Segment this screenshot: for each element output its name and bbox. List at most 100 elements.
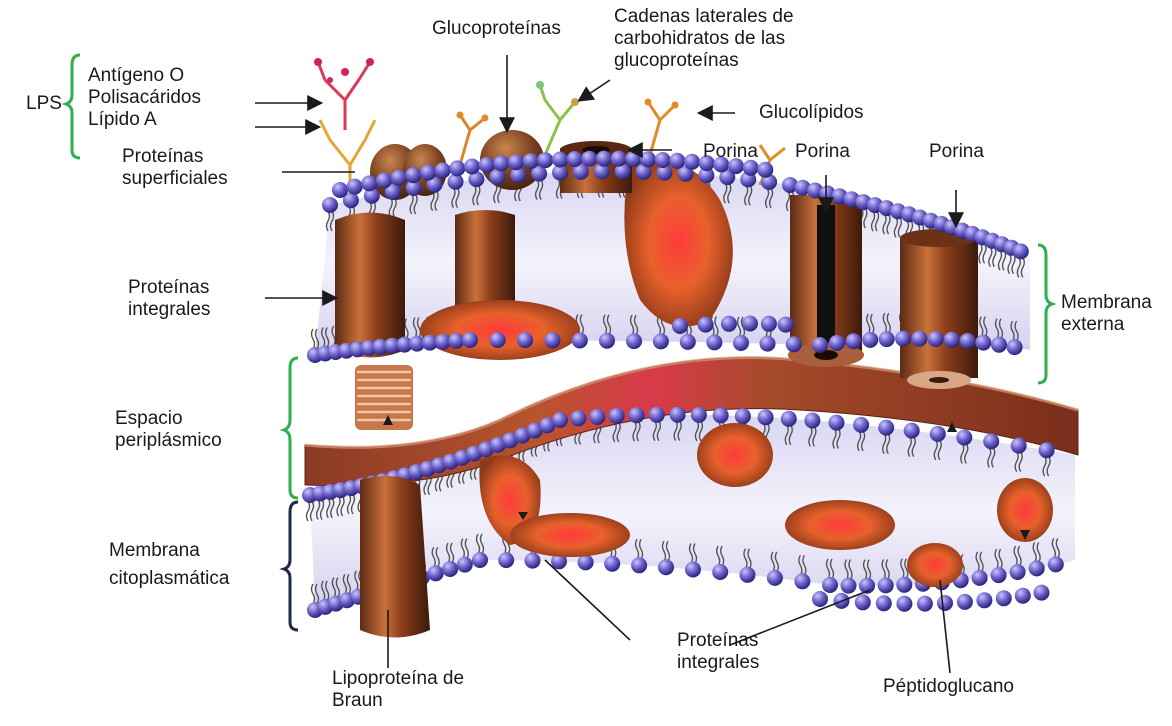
phospholipid-head (1048, 556, 1064, 572)
phospholipid-head (498, 552, 514, 568)
label-glucolipidos: Glucolípidos (759, 102, 864, 124)
phospholipid-head (376, 173, 392, 189)
phospholipid-head (742, 316, 758, 332)
phospholipid-head (991, 337, 1007, 353)
periplasmic-bracket (284, 358, 298, 498)
phospholipid-head (740, 567, 756, 583)
phospholipid-head (428, 565, 444, 581)
label-espacio-periplasmico: Espacio periplásmico (115, 408, 222, 452)
phospholipid-head (489, 169, 505, 185)
label-lipido-a: Lípido A (88, 109, 201, 131)
label-cadenas-laterales: Cadenas laterales de carbohidratos de la… (614, 6, 794, 72)
phospholipid-head (609, 408, 625, 424)
phospholipid-head (760, 336, 776, 352)
phospholipid-head (649, 407, 665, 423)
phospholipid-head (464, 159, 480, 175)
phospholipid-head (680, 334, 696, 350)
phospholipid-head (631, 557, 647, 573)
phospholipid-head (1039, 442, 1055, 458)
phospholipid-head (589, 409, 605, 425)
phospholipid-head (420, 165, 436, 181)
phospholipid-head (1010, 564, 1026, 580)
phospholipid-head (685, 562, 701, 578)
label-porina-1: Porina (703, 141, 758, 163)
phospholipid-head (937, 595, 953, 611)
phospholipid-head (698, 317, 714, 333)
phospholipid-head (472, 552, 488, 568)
phospholipid-head (361, 175, 377, 191)
phospholipid-head (1029, 560, 1045, 576)
label-proteinas-integrales-bottom: Proteínas integrales (677, 630, 759, 674)
phospholipid-head (655, 152, 671, 168)
phospholipid-head (479, 157, 495, 173)
label-porina-2: Porina (795, 141, 850, 163)
phospholipid-head (781, 411, 797, 427)
phospholipid-head (917, 596, 933, 612)
phospholipid-head (684, 154, 700, 170)
phospholipid-head (713, 407, 729, 423)
phospholipid-head (896, 577, 912, 593)
phospholipid-head (1007, 339, 1023, 355)
phospholipid-head (957, 594, 973, 610)
label-lipoproteina-braun: Lipoproteína de Braun (332, 668, 464, 712)
label-lps: LPS (26, 93, 62, 115)
phospholipid-head (599, 333, 615, 349)
phospholipid-head (596, 151, 612, 167)
label-lps-items: Antígeno O Polisacáridos Lípido A (88, 65, 201, 131)
phospholipid-head (735, 408, 751, 424)
phospholipid-head (862, 332, 878, 348)
phospholipid-head (895, 331, 911, 347)
phospholipid-head (712, 564, 728, 580)
phospholipid-head (322, 197, 338, 213)
phospholipid-head (523, 153, 539, 169)
phospholipid-head (878, 420, 894, 436)
phospholipid-head (552, 412, 568, 428)
phospholipid-head (996, 590, 1012, 606)
phospholipid-head (581, 151, 597, 167)
phospholipid-head (629, 407, 645, 423)
phospholipid-head (653, 333, 669, 349)
phospholipid-head (442, 561, 458, 577)
phospholipid-head (960, 333, 976, 349)
phospholipid-head (537, 152, 553, 168)
lps-bracket (66, 55, 80, 158)
phospholipid-head (435, 162, 451, 178)
phospholipid-head (757, 162, 773, 178)
label-membrana-citoplasmatica: Membrana citoplasmática (109, 540, 229, 590)
label-porina-3: Porina (929, 141, 984, 163)
phospholipid-head (975, 335, 991, 351)
phospholipid-head (490, 332, 506, 348)
phospholipid-head (669, 153, 685, 169)
phospholipid-head (545, 332, 561, 348)
label-membrana-externa: Membrana externa (1061, 292, 1152, 336)
phospholipid-head (706, 334, 722, 350)
phospholipid-head (761, 316, 777, 332)
phospholipid-head (855, 594, 871, 610)
phospholipid-head (972, 570, 988, 586)
phospholipid-head (448, 333, 464, 349)
phospholipid-head (449, 160, 465, 176)
phospholipid-head (829, 335, 845, 351)
phospholipid-head (928, 331, 944, 347)
phospholipid-head (658, 559, 674, 575)
phospholipid-head (1034, 585, 1050, 601)
cytoplasmic-bracket (284, 502, 298, 630)
phospholipid-head (804, 413, 820, 429)
phospholipid-head (611, 151, 627, 167)
phospholipid-head (625, 151, 641, 167)
phospholipid-head (822, 577, 838, 593)
phospholipid-head (812, 591, 828, 607)
phospholipid-head (391, 170, 407, 186)
phospholipid-head (846, 333, 862, 349)
phospholipid-head (904, 423, 920, 439)
phospholipid-head (930, 426, 946, 442)
phospholipid-head (1013, 243, 1029, 259)
phospholipid-head (878, 577, 894, 593)
phospholipid-head (983, 433, 999, 449)
phospholipid-head (347, 179, 363, 195)
phospholipid-head (812, 337, 828, 353)
phospholipid-head (879, 331, 895, 347)
label-polisacaridos: Polisacáridos (88, 87, 201, 109)
phospholipid-head (604, 556, 620, 572)
phospholipid-head (462, 332, 478, 348)
